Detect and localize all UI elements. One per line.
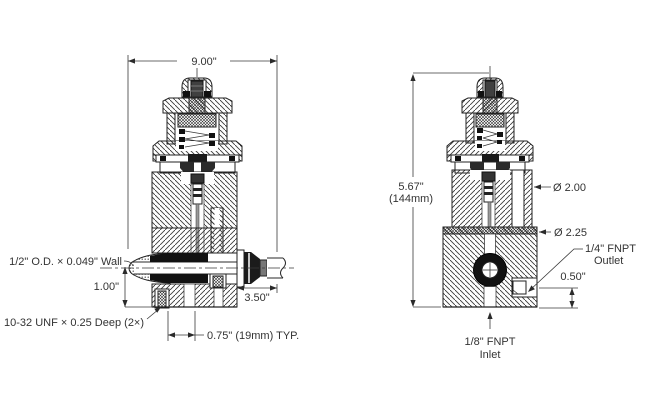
right-view-front-section: 5.67" (144mm) Ø 2.00 Ø 2.25 1/4" FNPT Ou… [389,66,636,361]
chamber-wall-left [166,112,176,145]
inlet-port-label-line2: Inlet [480,349,501,361]
seat-cavity [159,161,236,174]
chamber-wall-right [218,112,228,145]
right-dimension-arrowheads [410,74,575,319]
bonnet-spring-chamber-right [446,97,534,162]
outlet-port-label-line1: 1/4" FNPT [585,243,636,255]
tube-spec-leader [123,260,134,267]
dim-tube-spec-label: 1/2" O.D. × 0.049" Wall [9,256,122,268]
poppet [190,173,205,184]
mounting-stud [157,290,167,308]
dim-body-diameter-label: Ø 2.00 [553,182,586,194]
spring-follower-right [475,113,505,128]
range-spring-right [477,128,503,148]
lock-nut-right [204,91,211,97]
spring-follower [177,113,217,128]
flange-opening [176,141,218,151]
outlet-leader [528,248,583,292]
left-dimension-arrowheads [122,58,277,338]
dim-overall-height-mm-label: (144mm) [389,193,433,205]
base-block [442,226,538,308]
bonnet-spring-chamber [152,97,243,162]
range-spring [179,129,215,149]
inlet-channel [483,286,497,308]
outlet-passage [511,169,525,228]
base-joint-band [442,226,538,235]
adjust-screw-head-right [484,80,496,98]
dim-base-diameter-label: Ø 2.25 [554,227,587,239]
outlet-port-label-line2: Outlet [594,255,623,267]
dim-tapped-holes-label: 10-32 UNF × 0.25 Deep (2×) [4,317,144,329]
valve-body-right [451,169,533,228]
dim-outlet-height-label: 0.50" [560,271,585,283]
dim-tube-height-label: 1.00" [94,281,119,293]
fitting-collar [236,249,245,288]
dim-overall-length-label: 9.00" [191,56,216,68]
center-passage [484,233,496,255]
valve-stem-right [487,201,492,228]
bonnet-top-flange-right [461,97,519,114]
dim-overall-height-in-label: 5.67" [398,181,423,193]
compression-fitting [236,249,286,288]
poppet-right [481,171,496,182]
seal-lower [150,274,208,283]
seal-upper [150,253,208,262]
manifold-upper [151,227,238,254]
bonnet-top-flange [162,97,233,114]
adjust-screw-head [190,80,204,98]
left-view-side-section: 9.00" 1/2" O.D. × 0.049" Wall 1.00" 10-3… [4,55,299,342]
lock-nut-left [183,91,190,97]
dim-fitting-length-label: 3.50" [244,292,269,304]
right-view-dimensions: 5.67" (144mm) Ø 2.00 Ø 2.25 1/4" FNPT Ou… [389,72,636,361]
manifold-port-center [183,283,196,308]
outlet-port-step [512,280,527,295]
outlet-tube-stub [267,259,283,278]
left-view-dimensions: 9.00" 1/2" O.D. × 0.049" Wall 1.00" 10-3… [4,55,299,342]
inlet-port-label-line1: 1/8" FNPT [465,336,516,348]
diaphragm-plate [188,154,207,162]
dim-hole-spacing-label: 0.75" (19mm) TYP. [207,330,299,342]
